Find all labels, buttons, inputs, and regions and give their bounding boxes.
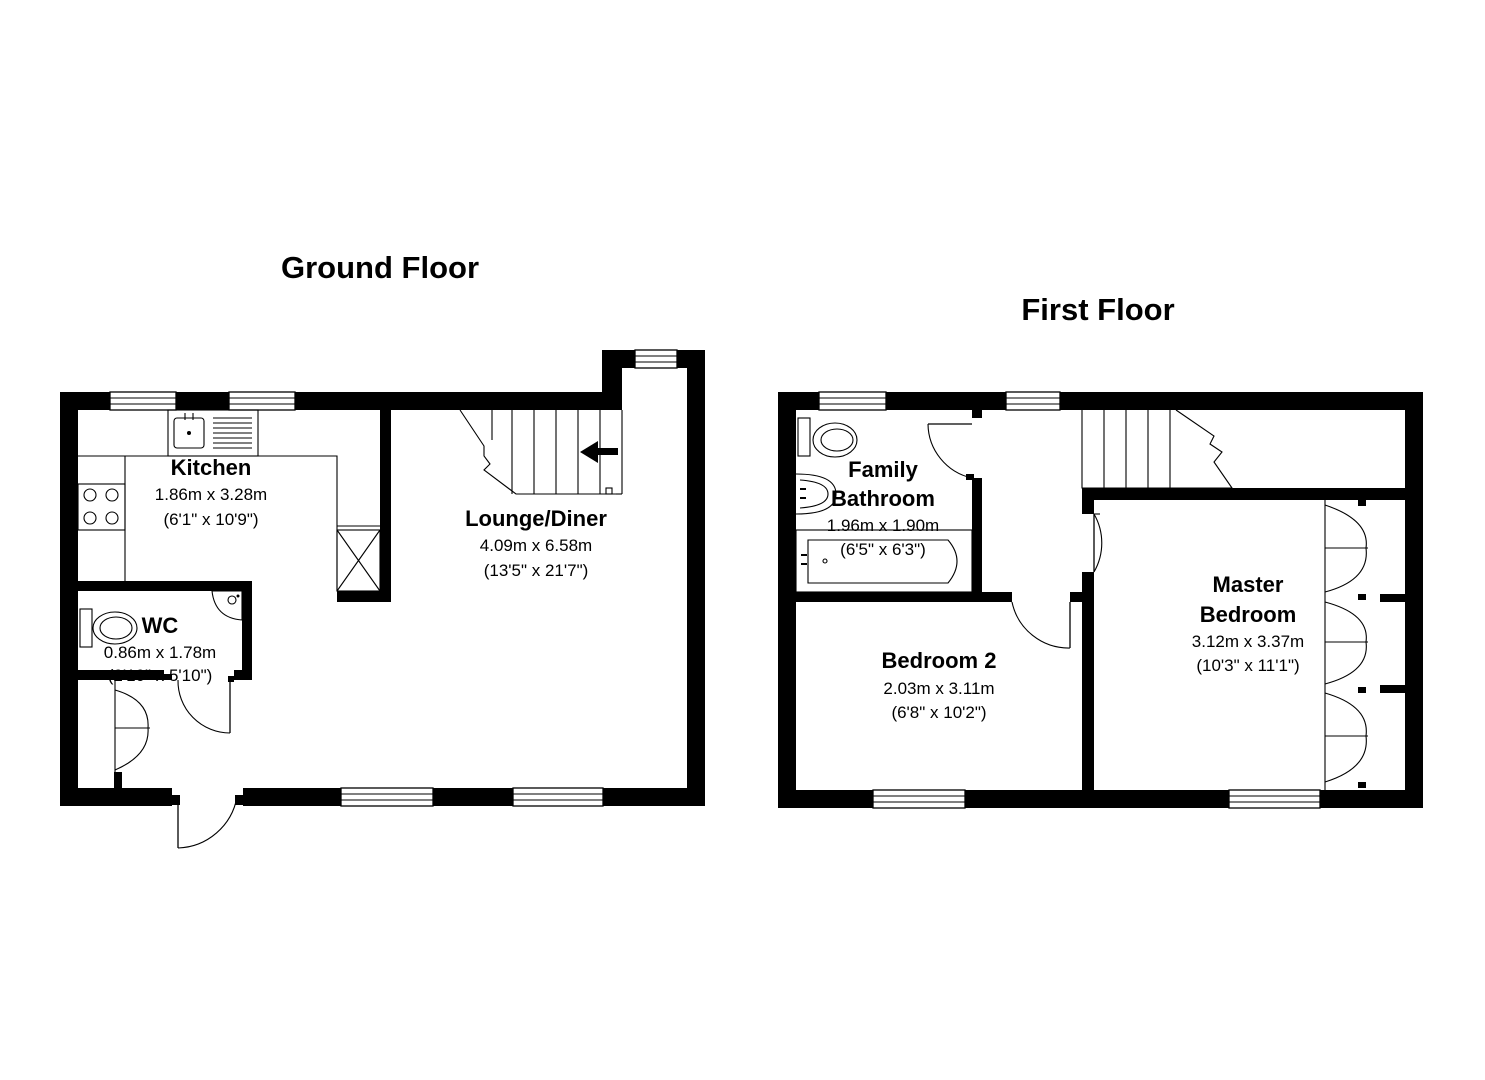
window bbox=[228, 391, 296, 411]
room-dimensions-imperial: (6'8" x 10'2") bbox=[891, 703, 986, 722]
staircase-icon bbox=[1081, 409, 1234, 489]
wall-segment bbox=[1060, 392, 1423, 410]
master-bedroom-door[interactable] bbox=[1086, 508, 1103, 573]
room-name: Lounge/Diner bbox=[465, 506, 607, 531]
room-dimensions-metric: 4.09m x 6.58m bbox=[480, 536, 592, 555]
basin-icon bbox=[211, 590, 243, 621]
room-master-bedroom: Master Bedroom 3.12m x 3.37m (10'3" x 11… bbox=[1192, 572, 1304, 675]
wall-segment bbox=[1405, 392, 1423, 808]
room-name: WC bbox=[142, 613, 179, 638]
wall-segment bbox=[337, 591, 391, 602]
wall-segment bbox=[1380, 594, 1405, 602]
sink-icon bbox=[167, 409, 259, 457]
window bbox=[634, 349, 678, 369]
wall-segment bbox=[234, 670, 252, 680]
wall-segment bbox=[1320, 790, 1423, 808]
wardrobe-doors[interactable] bbox=[1324, 500, 1368, 790]
window bbox=[818, 391, 887, 411]
wall-segment bbox=[778, 790, 873, 808]
room-name-line-2: Bathroom bbox=[831, 486, 935, 511]
room-dimensions-metric: 2.03m x 3.11m bbox=[883, 679, 994, 698]
basin-icon bbox=[795, 473, 837, 515]
room-kitchen: Kitchen 1.86m x 3.28m (6'1" x 10'9") bbox=[155, 455, 267, 529]
wall-segment bbox=[60, 788, 172, 806]
window bbox=[512, 787, 604, 807]
appliance-icon bbox=[336, 529, 381, 592]
wall-segment bbox=[295, 392, 622, 410]
room-dimensions-imperial: (6'5" x 6'3") bbox=[840, 540, 926, 559]
window bbox=[1228, 789, 1321, 809]
wall-segment bbox=[1380, 685, 1405, 693]
wall-segment bbox=[965, 790, 1229, 808]
ground-floor-walls bbox=[60, 350, 705, 806]
wall-segment bbox=[380, 392, 391, 602]
room-bedroom-2: Bedroom 2 2.03m x 3.11m (6'8" x 10'2") bbox=[882, 648, 997, 722]
ground-floor-plan: Ground Floor bbox=[60, 250, 705, 849]
wall-segment bbox=[60, 392, 78, 806]
hob-icon bbox=[77, 483, 126, 531]
toilet-icon bbox=[797, 417, 858, 458]
wall-segment bbox=[114, 772, 122, 790]
room-dimensions-metric: 3.12m x 3.37m bbox=[1192, 632, 1304, 651]
cupboard-door[interactable] bbox=[114, 680, 150, 772]
wall-segment bbox=[242, 581, 252, 680]
wall-segment bbox=[243, 788, 341, 806]
stair-direction-arrow-icon bbox=[580, 441, 618, 463]
bathroom-door[interactable] bbox=[927, 423, 974, 480]
room-name: Master bbox=[1213, 572, 1284, 597]
wall-segment bbox=[602, 350, 635, 368]
room-dimensions-imperial: (2'10" x 5'10") bbox=[108, 666, 213, 685]
first-floor-walls bbox=[778, 392, 1423, 808]
wall-segment bbox=[176, 392, 229, 410]
wall-segment bbox=[972, 410, 982, 418]
toilet-icon bbox=[79, 608, 138, 648]
first-floor-title: First Floor bbox=[1021, 292, 1174, 327]
room-dimensions-imperial: (10'3" x 11'1") bbox=[1196, 656, 1299, 675]
room-wc: WC 0.86m x 1.78m (2'10" x 5'10") bbox=[104, 613, 216, 685]
front-door[interactable] bbox=[172, 795, 243, 849]
wall-segment bbox=[603, 788, 705, 806]
wall-segment bbox=[60, 670, 164, 680]
room-family-bathroom: Family Bathroom 1.96m x 1.90m (6'5" x 6'… bbox=[827, 457, 939, 559]
room-dimensions-imperial: (13'5" x 21'7") bbox=[484, 561, 589, 580]
window bbox=[109, 391, 177, 411]
room-name: Family bbox=[848, 457, 918, 482]
wall-segment bbox=[1082, 572, 1094, 808]
room-name: Kitchen bbox=[171, 455, 252, 480]
wall-segment bbox=[778, 592, 1004, 602]
wall-segment bbox=[60, 581, 252, 591]
bedroom-2-door[interactable] bbox=[1004, 592, 1071, 649]
window bbox=[340, 787, 434, 807]
first-floor-windows bbox=[818, 391, 1321, 809]
room-dimensions-metric: 1.86m x 3.28m bbox=[155, 485, 267, 504]
wall-segment bbox=[886, 392, 1006, 410]
wall-segment bbox=[687, 350, 705, 806]
wall-segment bbox=[1082, 488, 1423, 500]
room-dimensions-imperial: (6'1" x 10'9") bbox=[163, 510, 258, 529]
window bbox=[872, 789, 966, 809]
bath-icon bbox=[795, 529, 973, 593]
room-lounge-diner: Lounge/Diner 4.09m x 6.58m (13'5" x 21'7… bbox=[465, 506, 607, 580]
room-name: Bedroom 2 bbox=[882, 648, 997, 673]
wc-door[interactable] bbox=[164, 674, 234, 734]
room-name-line-2: Bedroom bbox=[1200, 602, 1297, 627]
wall-segment bbox=[433, 788, 513, 806]
room-dimensions-metric: 1.96m x 1.90m bbox=[827, 516, 939, 535]
wall-segment bbox=[972, 478, 982, 602]
ground-floor-windows bbox=[109, 349, 678, 807]
ground-floor-title: Ground Floor bbox=[281, 250, 479, 285]
window bbox=[1005, 391, 1061, 411]
room-dimensions-metric: 0.86m x 1.78m bbox=[104, 643, 216, 662]
first-floor-plan: First Floor bbox=[778, 292, 1423, 809]
